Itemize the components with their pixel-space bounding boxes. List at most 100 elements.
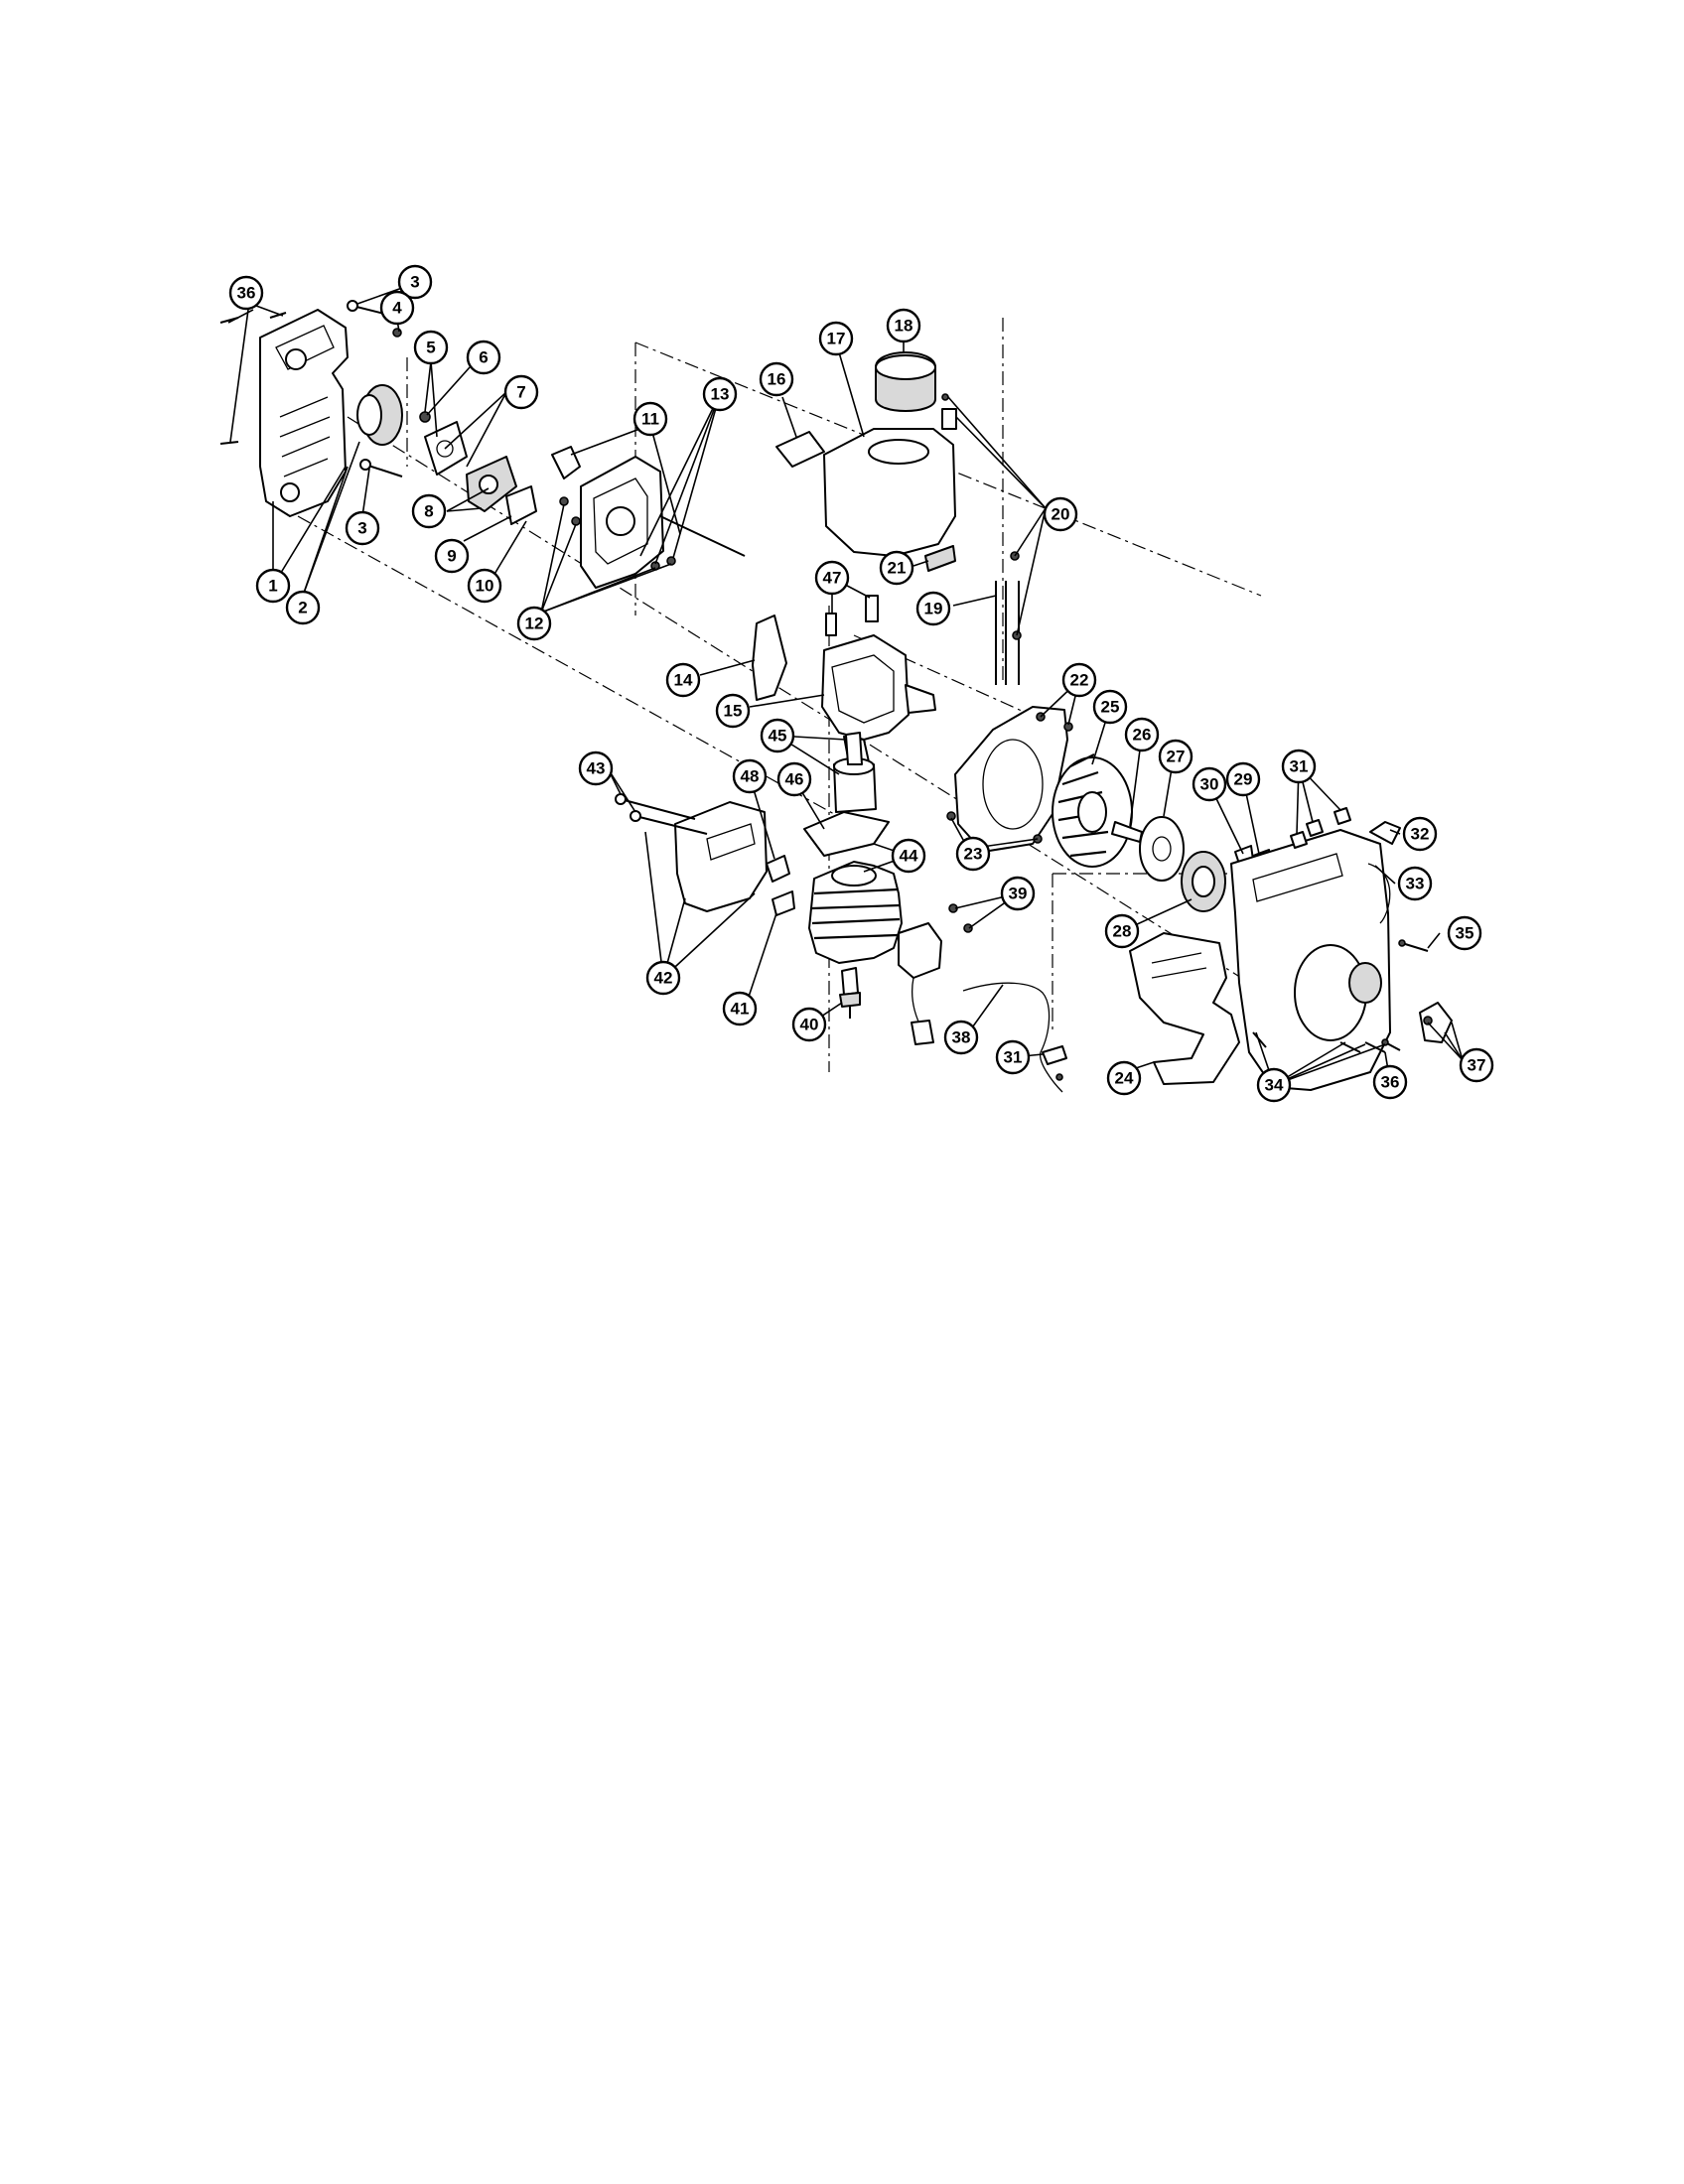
- callout-47: 47: [814, 560, 850, 596]
- svg-text:13: 13: [711, 385, 730, 404]
- svg-text:2: 2: [298, 599, 307, 617]
- svg-text:23: 23: [964, 845, 983, 864]
- leader-lines: [227, 287, 1464, 1086]
- cylinder: [808, 861, 903, 964]
- air-filter-cover: [259, 309, 349, 517]
- callout-8: 8: [411, 493, 447, 529]
- callout-19: 19: [915, 591, 951, 626]
- svg-text:24: 24: [1115, 1069, 1134, 1088]
- svg-text:31: 31: [1290, 757, 1309, 776]
- svg-text:36: 36: [237, 284, 256, 303]
- muffler-bolts: [615, 793, 708, 835]
- callout-42: 42: [645, 960, 681, 996]
- svg-text:4: 4: [392, 299, 402, 318]
- svg-text:26: 26: [1133, 726, 1152, 745]
- callout-3-top: 3: [397, 264, 433, 300]
- callout-40: 40: [791, 1007, 827, 1042]
- callout-7: 7: [503, 374, 539, 410]
- gasket-14: [752, 614, 787, 701]
- svg-text:21: 21: [888, 559, 907, 578]
- callout-27: 27: [1158, 739, 1193, 774]
- handle-assembly: [1129, 932, 1240, 1085]
- svg-text:40: 40: [800, 1016, 819, 1034]
- svg-text:34: 34: [1265, 1076, 1284, 1095]
- callout-1: 1: [255, 568, 291, 604]
- callout-16: 16: [759, 361, 794, 397]
- svg-text:9: 9: [447, 547, 456, 566]
- callout-25: 25: [1092, 689, 1128, 725]
- callout-13: 13: [702, 376, 738, 412]
- svg-text:8: 8: [424, 502, 433, 521]
- piston: [833, 732, 877, 813]
- callout-31-top: 31: [1281, 749, 1317, 784]
- callout-32: 32: [1402, 816, 1438, 852]
- callout-12: 12: [516, 606, 552, 641]
- svg-text:3: 3: [410, 273, 419, 292]
- callout-17: 17: [818, 321, 854, 356]
- svg-text:46: 46: [785, 770, 804, 789]
- svg-text:5: 5: [426, 339, 435, 357]
- svg-text:47: 47: [823, 569, 842, 588]
- callout-36-bottom: 36: [1372, 1064, 1408, 1100]
- svg-text:20: 20: [1052, 505, 1070, 524]
- ground-wire: [962, 982, 1063, 1093]
- callout-15: 15: [715, 693, 751, 729]
- svg-text:17: 17: [827, 330, 846, 348]
- svg-text:16: 16: [768, 370, 786, 389]
- callout-2: 2: [285, 590, 321, 625]
- callout-30: 30: [1192, 766, 1227, 802]
- callout-6: 6: [466, 340, 501, 375]
- svg-text:33: 33: [1406, 875, 1425, 893]
- svg-text:43: 43: [587, 759, 606, 778]
- callout-44: 44: [891, 838, 926, 874]
- callout-45: 45: [760, 718, 795, 753]
- callout-9: 9: [434, 538, 470, 574]
- svg-text:10: 10: [476, 577, 494, 596]
- filter-element: [356, 384, 403, 446]
- svg-text:1: 1: [268, 577, 277, 596]
- bracket-37: [1419, 1002, 1453, 1043]
- svg-text:41: 41: [731, 1000, 750, 1019]
- svg-text:14: 14: [674, 671, 693, 690]
- svg-text:28: 28: [1113, 922, 1132, 941]
- callout-29: 29: [1225, 761, 1261, 797]
- svg-text:39: 39: [1009, 885, 1028, 903]
- callout-5: 5: [413, 330, 449, 365]
- muffler: [674, 801, 795, 916]
- callout-37: 37: [1459, 1047, 1494, 1083]
- svg-text:22: 22: [1070, 671, 1089, 690]
- clips-31: [1290, 807, 1351, 849]
- callout-28: 28: [1104, 913, 1140, 949]
- svg-text:30: 30: [1200, 775, 1219, 794]
- svg-text:31: 31: [1004, 1048, 1023, 1067]
- part-drawings: [219, 300, 1453, 1093]
- callout-24: 24: [1106, 1060, 1142, 1096]
- svg-text:19: 19: [924, 600, 943, 618]
- flywheel: [1052, 753, 1133, 868]
- starter-parts: [1111, 816, 1272, 912]
- svg-text:12: 12: [525, 614, 544, 633]
- callout-33: 33: [1397, 866, 1433, 901]
- callout-34: 34: [1256, 1067, 1292, 1103]
- callout-48: 48: [732, 758, 768, 794]
- callout-38: 38: [943, 1020, 979, 1055]
- callout-26: 26: [1124, 717, 1160, 752]
- callout-4: 4: [379, 290, 415, 326]
- svg-text:29: 29: [1234, 770, 1253, 789]
- svg-text:15: 15: [724, 702, 743, 721]
- svg-text:7: 7: [516, 383, 525, 402]
- recoil-starter-housing: [1230, 821, 1401, 1091]
- svg-text:3: 3: [357, 519, 366, 538]
- svg-text:11: 11: [641, 410, 659, 429]
- callout-36-top: 36: [228, 275, 264, 311]
- callouts: 1 2 3 3 4 5 6 7 8 9 10 11 12 13 14 15 16…: [228, 264, 1494, 1103]
- svg-text:27: 27: [1167, 748, 1186, 766]
- fuel-tank: [775, 351, 956, 572]
- callout-31-bottom: 31: [995, 1039, 1031, 1075]
- svg-text:45: 45: [769, 727, 787, 746]
- callout-21: 21: [879, 550, 914, 586]
- svg-text:42: 42: [654, 969, 673, 988]
- svg-text:32: 32: [1411, 825, 1430, 844]
- svg-text:38: 38: [952, 1028, 971, 1047]
